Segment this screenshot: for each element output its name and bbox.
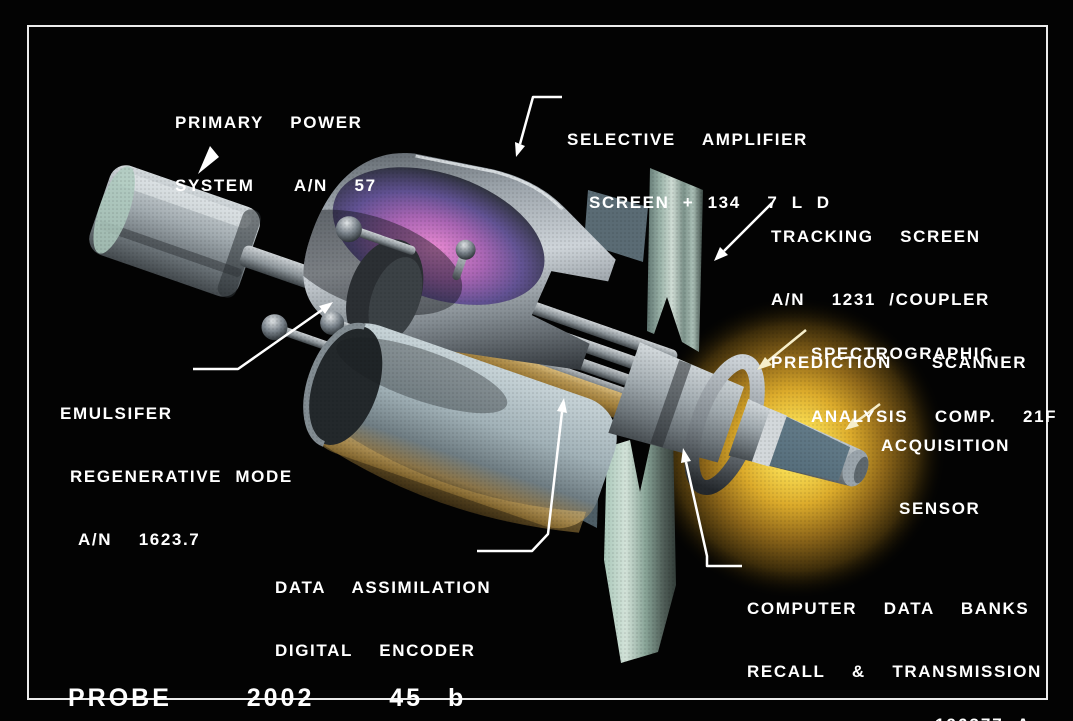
arrow-emulsifer [319,302,333,314]
arrow-tracking-screen [714,247,728,261]
label-part-number: 196377 A [935,672,1031,721]
label-line: 196377 A [935,714,1031,721]
arrow-primary-power [198,146,219,174]
label-emulsifer: EMULSIFER REGENERATIVE MODE A/N 1623.7 [60,361,293,592]
arrow-data-assimilation [557,398,567,413]
leader-data-assimilation [477,411,564,553]
label-line: A/N 1623.7 [78,530,201,549]
arrow-selective-amplifier [515,142,525,157]
leader-emulsifer [193,308,323,371]
label-line: RECALL & TRANSMISSION [747,662,1042,681]
label-line: ACQUISITION [881,436,1011,455]
label-line: SYSTEM A/N 57 [175,176,377,195]
label-selective-amplifier: SELECTIVE AMPLIFIER SCREEN + 134 7 L D [567,87,831,255]
label-data-assimilation: DATA ASSIMILATION DIGITAL ENCODER [275,535,491,703]
label-line: PREDICTION SCANNER [771,353,1028,372]
arrow-spectrographic [757,357,772,370]
label-line: SENSOR [899,499,981,518]
label-line: EMULSIFER [60,404,173,423]
label-line: REGENERATIVE MODE [70,467,293,486]
label-line: A/N 1231 /COUPLER [771,290,990,309]
label-primary-power: PRIMARY POWER SYSTEM A/N 57 [175,70,377,238]
label-line: SCREEN + 134 7 L D [589,193,831,212]
leader-computer-data-banks [684,461,742,568]
label-acquisition-sensor: ACQUISITION SENSOR [881,393,1010,561]
label-probe-designation: PROBE 2002 45 b NOMAD MK 15 c [68,616,466,721]
label-line: TRACKING SCREEN [771,227,981,246]
leader-lines [193,95,881,568]
label-line: SELECTIVE AMPLIFIER [567,130,808,149]
halftone-texture [60,120,920,700]
label-line: DIGITAL ENCODER [275,641,476,660]
leader-selective-amplifier [518,95,562,145]
leader-spectrographic [767,329,807,362]
label-line: DATA ASSIMILATION [275,578,492,597]
label-line: PRIMARY POWER [175,113,363,132]
label-line: COMPUTER DATA BANKS [747,599,1030,618]
arrow-acquisition-sensor [845,418,859,430]
label-computer-data-banks: COMPUTER DATA BANKS RECALL & TRANSMISSIO… [747,556,1042,721]
label-line: SPECTROGRAPHIC [811,344,994,363]
leader-acquisition-sensor [855,403,881,423]
label-line: PROBE 2002 45 b [68,684,467,712]
label-spectrographic: SPECTROGRAPHIC ANALYSIS COMP. 21F [811,301,1057,469]
leader-tracking-screen [723,202,773,252]
arrow-computer-data-banks [681,448,691,463]
label-tracking-screen: TRACKING SCREEN A/N 1231 /COUPLER PREDIC… [771,184,1027,415]
